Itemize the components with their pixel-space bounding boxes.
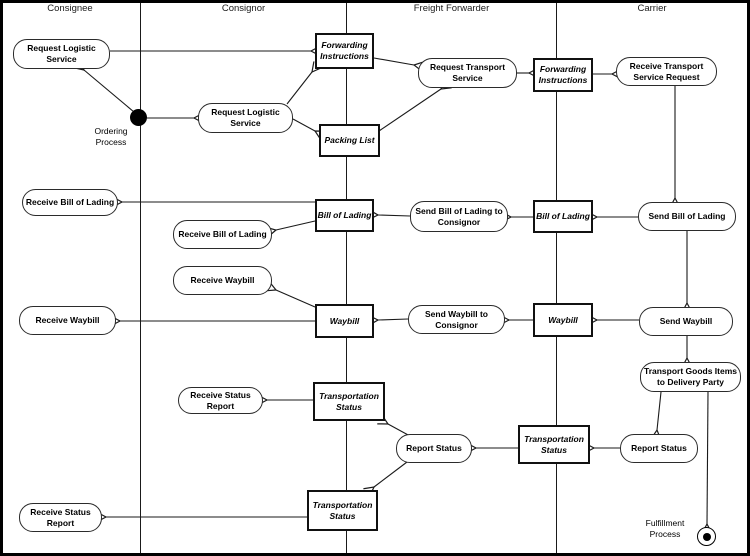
end-label: Fulfillment Process [645,518,685,540]
activity-receive-bill-of-lading-consignee: Receive Bill of Lading [22,189,118,216]
final-node [697,527,716,546]
object-packing-list: Packing List [319,124,380,157]
lane-header-carrier: Carrier [637,3,667,14]
activity-send-waybill: Send Waybill [639,307,733,336]
object-waybill-2: Waybill [533,303,593,337]
edge-rs-ff-to-ts-bottom [363,461,408,497]
activity-request-transport-service: Request Transport Service [418,58,517,88]
activity-send-waybill-to-consignor: Send Waybill to Consignor [408,305,505,334]
activity-report-status-ff: Report Status [396,434,472,463]
activity-receive-waybill-consignee: Receive Waybill [19,306,116,335]
node-label: Receive Bill of Lading [178,229,267,240]
object-waybill-1: Waybill [315,304,374,338]
node-label: Receive Waybill [190,275,255,286]
activity-report-status-carrier: Report Status [620,434,698,463]
edge-rls-consignor-to-packing-list [292,118,326,141]
initial-node [130,109,147,126]
node-label: Receive Bill of Lading [25,197,115,208]
activity-transport-goods-items: Transport Goods Items to Delivery Party [640,362,741,392]
node-label: Send Waybill to Consignor [425,308,488,330]
node-label: Report Status [406,443,462,454]
edge-tgi-to-final [701,391,713,534]
final-node-dot [702,532,711,541]
edge-bol1-to-rbol-consignor [265,220,316,238]
edge-initial-to-rls-consignee [73,59,135,113]
node-label: Send Bill of Lading [648,211,726,222]
lane-divider-2 [346,0,347,556]
lane-divider-1 [140,0,141,556]
lane-header-freight-forwarder: Freight Forwarder [413,3,490,14]
object-forwarding-instructions-2: Forwarding Instructions [533,58,593,92]
activity-receive-bill-of-lading-consignor: Receive Bill of Lading [173,220,272,249]
object-bill-of-lading-2: Bill of Lading [533,200,593,233]
activity-receive-status-report-consignor: Receive Status Report [178,387,263,414]
object-transportation-status-mid: Transportation Status [518,425,590,464]
node-label: Request Transport Service [429,62,506,83]
node-label: Send Waybill [659,316,713,327]
node-label: Forwarding Instructions [538,64,588,85]
node-label: Transportation Status [312,499,373,521]
node-label: Receive Transport Service Request [629,60,704,82]
node-label: Transport Goods Items to Delivery Party [643,366,738,387]
edge-fi1-to-rts [373,57,425,73]
object-forwarding-instructions-1: Forwarding Instructions [315,33,374,69]
activity-request-logistic-service-consignee: Request Logistic Service [13,39,110,69]
object-bill-of-lading-1: Bill of Lading [315,199,374,232]
node-label: Receive Status Report [30,506,91,528]
node-label: Send Bill of Lading to Consignor [415,205,503,227]
edge-sbolc-to-bol1 [368,209,411,221]
node-label: Receive Status Report [190,389,251,411]
node-label: Request Logistic Service [211,107,280,128]
node-label: Waybill [548,314,578,325]
object-transportation-status-bottom: Transportation Status [307,490,378,531]
edge-rls-consignor-to-fi1 [286,61,323,105]
node-label: Transportation Status [524,433,584,455]
activity-receive-waybill-consignor: Receive Waybill [173,266,272,295]
activity-receive-status-report-consignee: Receive Status Report [19,503,102,532]
activity-send-bill-of-lading-to-consignor: Send Bill of Lading to Consignor [410,201,508,232]
node-label: Report Status [631,443,687,454]
node-label: Forwarding Instructions [320,40,369,61]
node-label: Receive Waybill [35,315,100,326]
edge-wb1-to-rwb-consignor [265,281,316,308]
edge-packing-list-to-rts [378,79,452,132]
node-label: Bill of Lading [536,211,590,222]
start-label: Ordering Process [94,126,128,148]
node-label: Packing List [324,135,375,146]
node-label: Transportation Status [319,390,379,412]
edge-tgi-to-rs-carrier [650,391,662,441]
activity-request-logistic-service-consignor: Request Logistic Service [198,103,293,133]
node-label: Waybill [329,315,360,326]
lane-divider-3 [556,0,557,556]
activity-send-bill-of-lading: Send Bill of Lading [638,202,736,231]
edge-swbc-to-wb1 [368,314,409,326]
lane-header-consignor: Consignor [221,3,266,14]
lane-header-consignee: Consignee [47,3,93,14]
object-transportation-status-upper: Transportation Status [313,382,385,421]
node-label: Bill of Lading [317,210,372,221]
node-label: Request Logistic Service [27,43,96,64]
activity-receive-transport-service-request: Receive Transport Service Request [616,57,717,86]
